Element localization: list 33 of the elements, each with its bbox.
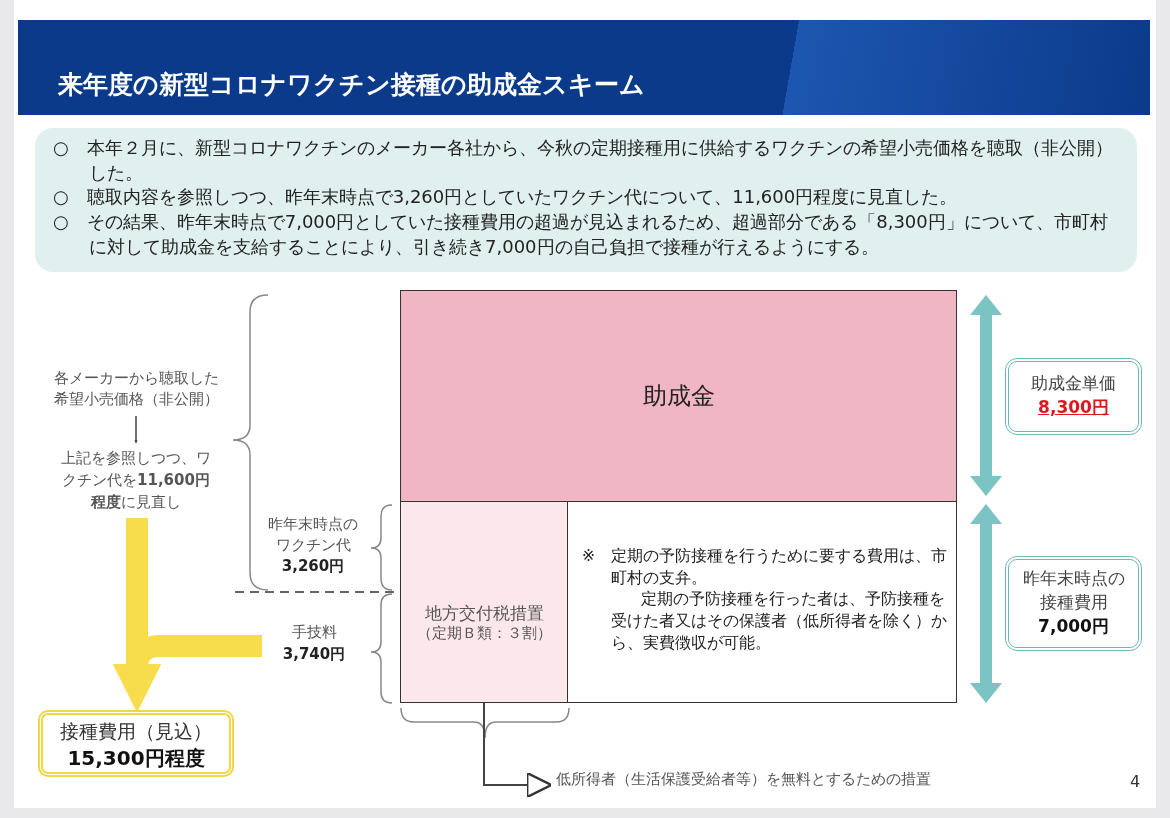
block-label: 地方交付税措置 — [423, 602, 545, 625]
tax-measure-block — [400, 502, 568, 703]
unit-price-box — [1005, 358, 1142, 435]
note-text: 各メーカーから聴取した希望小売価格（非公開） — [52, 368, 220, 410]
block-label: （定期Ｂ類：３割） — [415, 624, 553, 644]
cost-text: 7,000円 — [1037, 614, 1110, 638]
bullet-text: ○ 本年２月に、新型コロナワクチンのメーカー各社から、今秋の定期接種用に供給するワクチンの希望小売価格を聴取（非公開）した。 — [53, 136, 1114, 185]
bullet-text: ○ 聴取内容を参照しつつ、昨年末時点で3,260円としていたワクチン代について、11,600円程度に見直した。 — [53, 185, 959, 210]
note-text: 上記を参照しつつ、ワクチン代を11,600円程度に見直し — [60, 448, 212, 513]
amount-label: 手技料 — [290, 622, 338, 643]
note-text: 定期の予防接種を行った者は、予防接種を受けた者又はその保護者（低所得者を除く）から、実費徴収が可能。 — [610, 589, 949, 654]
amount-label: 昨年末時点のワクチン代 — [267, 514, 359, 556]
note-text: ※ 定期の予防接種を行うために要する費用は、市町村の支弁。 — [582, 546, 948, 589]
cost-box — [1005, 556, 1142, 651]
price-text: 助成金単価 — [1030, 372, 1117, 395]
note-text: 低所得者（生活保護受給者等）を無料とするための措置 — [556, 770, 932, 789]
block-label: 助成金 — [642, 381, 715, 412]
thick-arrow — [112, 635, 262, 713]
total-cost-box — [38, 710, 234, 777]
cost-text: 15,300円程度 — [66, 744, 206, 772]
subsidy-block — [400, 290, 957, 502]
bullet-text: ○ その結果、昨年末時点で7,000円としていた接種費用の超過が見込まれるため、超過部分である「8,300円」について、市町村に対して助成金を支給することにより、引き続き7,000円の自己負担で接種が行えるようにする。 — [53, 209, 1109, 259]
cost-text: 接種費用（見込） — [59, 719, 213, 744]
title-banner: 来年度の新型コロナワクチン接種の助成金スキーム — [18, 20, 1150, 115]
summary-box — [35, 128, 1137, 272]
amount-label: 3,740円 — [281, 643, 347, 665]
arrow — [134, 415, 138, 444]
amount-label: 3,260円 — [280, 556, 346, 577]
price-text: 8,300円 — [1037, 395, 1110, 419]
arrow — [483, 702, 553, 799]
cost-text: 昨年末時点の接種費用 — [1021, 567, 1126, 614]
page-number: 4 — [1130, 772, 1141, 791]
note-block — [568, 502, 957, 703]
